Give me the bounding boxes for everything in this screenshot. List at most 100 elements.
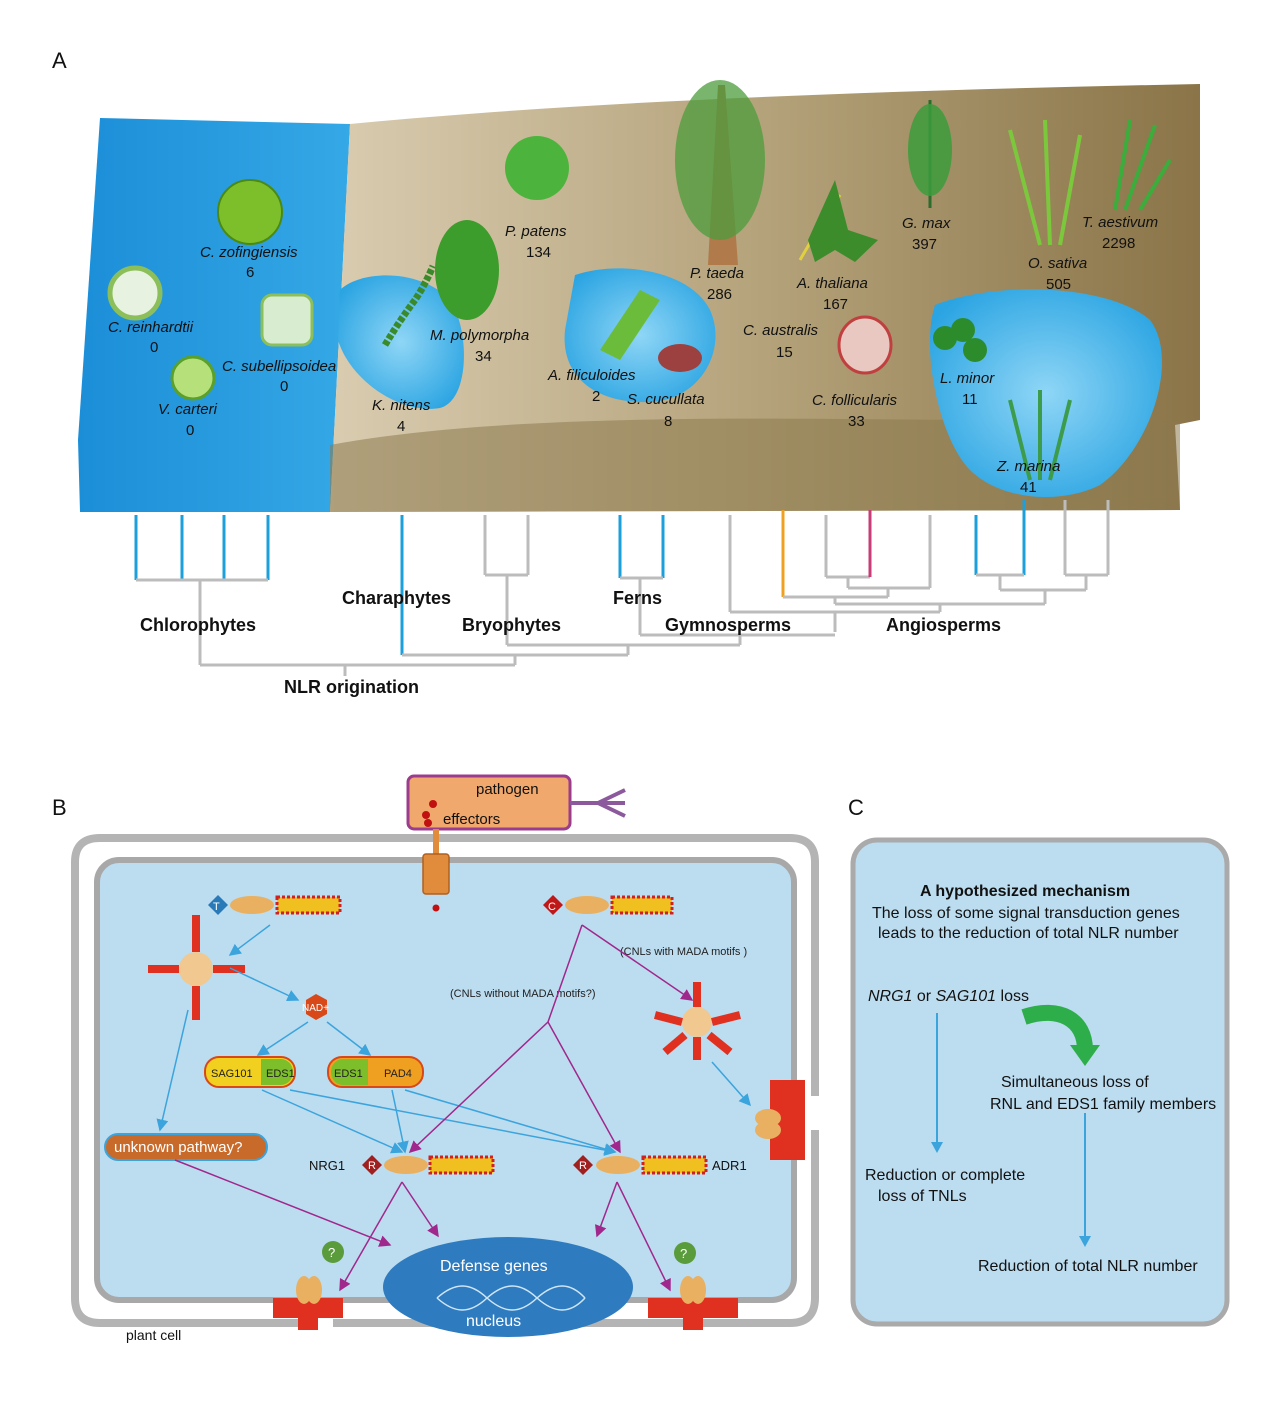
carteri-illustration	[170, 355, 216, 401]
species-count: 33	[848, 413, 865, 430]
species-count: 505	[1046, 276, 1071, 293]
tir-domain-icon	[208, 895, 228, 915]
zofingiensis-illustration	[217, 179, 283, 245]
species-count: 0	[280, 378, 288, 395]
salvinia-illustration	[658, 344, 702, 372]
adr1-label: ADR1	[712, 1158, 747, 1173]
phylogeny-tree	[134, 500, 1110, 676]
physcomitrella-illustration	[505, 136, 569, 200]
cc-label: C	[548, 901, 556, 913]
species-label: C. zofingiensis	[200, 244, 298, 261]
lemna-leaf-3	[963, 338, 987, 362]
tnl-resistosome	[148, 915, 245, 1020]
nitens-illustration	[381, 264, 437, 347]
nad-label: NAD+	[302, 1003, 329, 1014]
species-label: T. aestivum	[1082, 214, 1158, 231]
cephalotus-illustration	[837, 315, 893, 375]
clade-chlorophytes: Chlorophytes	[140, 615, 256, 635]
dna-helix-icon	[436, 1285, 586, 1311]
cc-domain-icon	[543, 895, 563, 915]
species-label: A. thaliana	[796, 275, 868, 292]
green-curved-arrow	[1021, 1004, 1093, 1051]
pathogen-label: pathogen	[476, 781, 539, 798]
species-count: 397	[912, 236, 937, 253]
clade-ferns: Ferns	[613, 588, 662, 608]
clade-bryophytes: Bryophytes	[462, 615, 561, 635]
lemna-leaf-1	[933, 326, 957, 350]
species-label: P. taeda	[690, 265, 744, 282]
nrg1-label: NRG1	[309, 1158, 345, 1173]
mechanism-line-2: leads to the reduction of total NLR numb…	[878, 925, 1179, 942]
panel-label-c: C	[848, 795, 864, 820]
clade-gymnosperms: Gymnosperms	[665, 615, 791, 635]
species-label: L. minor	[940, 370, 995, 387]
species-count: 0	[186, 422, 194, 439]
arrow-head	[931, 1142, 943, 1153]
effector-dot	[424, 819, 432, 827]
effector-dot	[429, 800, 437, 808]
lrr-domain	[641, 1155, 708, 1175]
subellipsoidea-illustration	[260, 293, 314, 347]
species-label: S. cucullata	[627, 391, 705, 408]
defense-genes-label: Defense genes	[440, 1258, 548, 1275]
species-count: 2	[592, 388, 600, 405]
unknown-pathway-pill	[104, 1133, 268, 1161]
arrow-head	[1079, 1236, 1091, 1247]
species-label: C. follicularis	[812, 392, 898, 409]
species-label: M. polymorpha	[430, 327, 529, 344]
pad4-label: PAD4	[384, 1068, 412, 1080]
species-label: G. max	[902, 215, 951, 232]
nbs-domain	[230, 896, 274, 914]
species-count: 15	[776, 344, 793, 361]
species-count: 6	[246, 264, 254, 281]
rpw8-domain-icon	[573, 1155, 593, 1175]
cnl-mada-label: (CNLs with MADA motifs )	[620, 946, 747, 958]
effectors-label: effectors	[443, 811, 500, 828]
simultaneous-loss-line-2: RNL and EDS1 family members	[990, 1096, 1216, 1113]
plant-cell	[94, 857, 797, 1303]
species-count: 34	[475, 348, 492, 365]
arabidopsis-illustration	[808, 180, 878, 262]
unknown-pathway-label: unknown pathway?	[114, 1139, 242, 1156]
eds1-label-a: EDS1	[266, 1068, 295, 1080]
r-label: R	[368, 1160, 376, 1172]
simultaneous-loss-line-1: Simultaneous loss of	[1001, 1074, 1149, 1091]
soybean-illustration	[908, 104, 952, 196]
pond-angiosperm	[929, 289, 1162, 497]
azolla-illustration	[600, 290, 660, 360]
effector-dot	[432, 904, 440, 912]
pond-charophyte	[338, 275, 464, 409]
membrane-pore-rnl	[648, 1276, 738, 1330]
sag101-label: SAG101	[211, 1068, 253, 1080]
species-count: 167	[823, 296, 848, 313]
signal-arrows-blue	[156, 924, 751, 1156]
question-label: ?	[680, 1246, 687, 1261]
wheat-illustration	[1113, 119, 1172, 212]
species-count: 286	[707, 286, 732, 303]
species-label: K. nitens	[372, 397, 431, 414]
eds1-part	[331, 1059, 368, 1085]
loss-text: loss	[996, 988, 1029, 1005]
pine-foliage	[675, 80, 765, 240]
species-count: 2298	[1102, 235, 1135, 252]
tnl-reduction-line-1: Reduction or complete	[865, 1167, 1025, 1184]
species-label: O. sativa	[1028, 255, 1087, 272]
nad-hexagon	[306, 994, 327, 1020]
species-count: 0	[150, 339, 158, 356]
nrg1-gene: NRG1	[868, 988, 912, 1005]
species-count: 4	[397, 418, 405, 435]
panel-label-a: A	[52, 48, 67, 73]
cell-wall-outer	[71, 834, 819, 1327]
species-label: C. subellipsoidea	[222, 358, 336, 375]
nbs-domain	[596, 1156, 640, 1174]
question-badge	[322, 1241, 344, 1263]
rice-illustration	[1008, 119, 1082, 246]
effector-dot	[422, 811, 430, 819]
lemna-leaf-2	[951, 318, 975, 342]
lrr-domain	[275, 895, 342, 915]
mechanism-line-1: The loss of some signal transduction gen…	[872, 905, 1180, 922]
marchantia-illustration	[435, 220, 499, 320]
species-count: 8	[664, 413, 672, 430]
species-label: C. reinhardtii	[108, 319, 194, 336]
